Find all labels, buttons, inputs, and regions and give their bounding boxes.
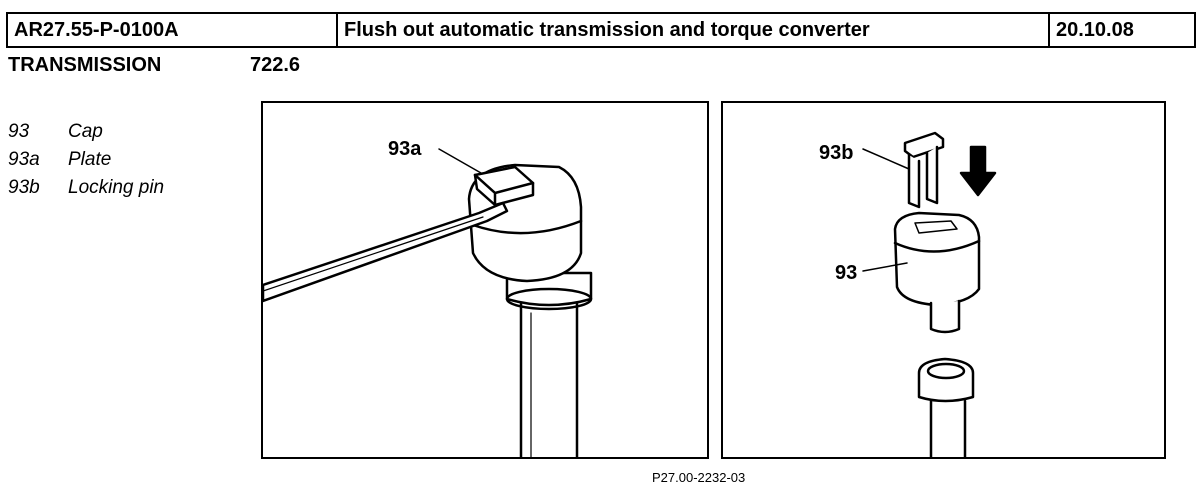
parts-legend: 93 Cap 93a Plate 93b Locking pin [8,118,164,202]
legend-number: 93b [8,177,40,198]
callout-93a: 93a [388,138,422,160]
legend-item: 93b Locking pin [8,174,164,202]
transmission-model: 722.6 [250,54,301,76]
callout-93: 93 [835,262,857,284]
cap-assembly-illustration: 93b 93 [819,131,997,457]
legend-item: 93a Plate [8,146,164,174]
document-code: AR27.55-P-0100A [8,14,338,46]
document-title: Flush out automatic transmission and tor… [338,14,1050,46]
document-date: 20.10.08 [1056,19,1134,41]
figure-right-panel: 93b 93 [721,101,1166,459]
figure-left-panel: 93a [261,101,709,459]
legend-number: 93a [8,149,40,170]
legend-text: Locking pin [68,177,165,198]
document-header: AR27.55-P-0100A Flush out automatic tran… [6,12,1196,48]
legend-item: 93 Cap [8,118,164,146]
callout-93b: 93b [819,142,853,164]
section-label: TRANSMISSION [8,54,162,76]
figure-caption: P27.00-2232-03 [652,470,746,485]
legend-text: Cap [68,121,103,142]
cap-removal-illustration: 93a [263,138,593,457]
legend-number: 93 [8,121,30,142]
section-heading: TRANSMISSION 722.6 [8,54,300,77]
legend-text: Plate [68,149,112,170]
